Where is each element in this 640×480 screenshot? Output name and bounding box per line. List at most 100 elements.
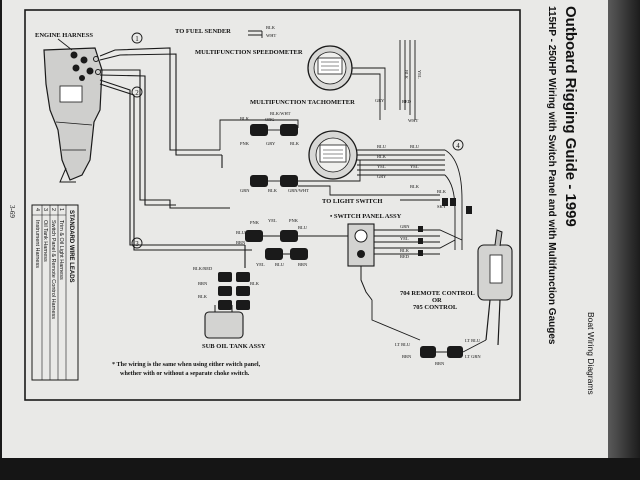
cc-pnk: PNK — [250, 220, 260, 225]
tach-blk-3: BLK — [268, 188, 278, 193]
ot-blk-2: BLK — [250, 281, 260, 286]
legend-row-2-text: Switch Panel & Remote Control Harness — [50, 220, 56, 319]
switch-panel-plugs — [418, 226, 423, 256]
callout-2-text: 2 — [135, 89, 139, 97]
rc-brn: BRN — [402, 354, 412, 359]
switch-panel-cable — [360, 266, 373, 301]
wiring-note-line2: whether with or without a separate choke… — [120, 370, 250, 377]
remote-control-cable — [371, 300, 421, 341]
ot-brn: BRN — [198, 281, 208, 286]
fuel-sender-wht: WHT — [266, 33, 276, 38]
tach-blk-wht: BLK/WHT — [270, 111, 291, 116]
tachometer-label: MULTIFUNCTION TACHOMETER — [250, 99, 355, 106]
tach-grn-wht: GRN/WHT — [288, 188, 309, 193]
legend-row-1-text: Trim & Oil Light Harness — [58, 220, 64, 280]
callout-1 — [131, 32, 143, 44]
speedometer-side-leads — [399, 40, 416, 120]
fuel-sender-leads — [248, 30, 263, 38]
wire-lead-legend — [31, 204, 79, 381]
tach-blk-1: BLK — [240, 116, 250, 121]
sp-grn: GRN — [400, 224, 410, 229]
page-edge-shadow — [608, 0, 640, 480]
guide-title: Outboard Rigging Guide - 1999 — [562, 6, 579, 227]
bundle-blk-2: BLK — [410, 184, 420, 189]
bundle-blk: BLK — [377, 154, 387, 159]
side-lead-blk: BLK — [404, 70, 409, 80]
ot-blk: BLK — [198, 294, 208, 299]
bundle-blu-2: BLU — [410, 144, 420, 149]
section-label: Boat Wiring Diagrams — [586, 312, 596, 395]
speedometer-gauge — [307, 45, 353, 91]
switch-panel-wires — [374, 229, 463, 255]
sp-red: RED — [400, 254, 410, 259]
guide-subtitle: 115HP - 250HP Wiring with Switch Panel a… — [546, 6, 557, 345]
legend-row-1-num: 1 — [58, 208, 64, 211]
sub-oil-tank — [204, 305, 244, 339]
cc-blu-2: BLU — [298, 225, 308, 230]
oil-tank-connectors — [218, 272, 250, 310]
bottom-shadow — [0, 458, 640, 480]
light-switch-connectors — [442, 198, 472, 214]
remote-control-label-1: 704 REMOTE CONTROL — [400, 290, 475, 297]
diagram-frame — [24, 9, 521, 401]
main-harness-wires — [99, 47, 252, 268]
light-switch-sky: SKY — [437, 204, 447, 209]
bundle-yel-2: YEL — [410, 164, 419, 169]
bundle-gry: GRY — [377, 174, 387, 179]
tach-org: ORG — [265, 117, 275, 122]
tach-connectors-upper — [250, 124, 298, 136]
cc-pnk-2: PNK — [289, 218, 299, 223]
sub-oil-tank-label: SUB OIL TANK ASSY — [202, 343, 266, 350]
cc-yel: YEL — [268, 218, 277, 223]
cc-brn-2: BRN — [298, 262, 308, 267]
fuel-sender-label: TO FUEL SENDER — [175, 28, 231, 35]
legend-title: STANDARD WIRE LEADS — [68, 210, 74, 283]
legend-row-4-num: 4 — [34, 208, 40, 211]
rc-lt-blu-2: LT BLU — [465, 338, 481, 343]
callout-3 — [131, 237, 143, 249]
legend-row-3-text: Oil Tank Harness — [42, 220, 48, 262]
remote-control-label-2: 705 CONTROL — [413, 304, 458, 311]
cc-brn: BRN — [236, 240, 246, 245]
side-lead-yel: YEL — [417, 70, 422, 79]
side-lead-gry: GRY — [375, 98, 385, 103]
speedometer-label: MULTIFUNCTION SPEEDOMETER — [195, 49, 303, 56]
callout-2 — [131, 86, 143, 98]
paper-sheet — [2, 0, 608, 458]
tach-connectors-lower — [250, 175, 298, 187]
rc-brn-2: BRN — [435, 361, 445, 366]
tach-pnk: PNK — [240, 141, 250, 146]
legend-row-2-num: 2 — [50, 208, 56, 211]
light-switch-label: TO LIGHT SWITCH — [322, 198, 382, 205]
side-lead-red: RED — [402, 99, 412, 104]
tach-gry: GRY — [266, 141, 276, 146]
cc-blu-3: BLU — [275, 262, 285, 267]
wiring-note-line1: * The wiring is the same when using eith… — [112, 361, 261, 368]
callout-4-text: 4 — [456, 142, 460, 150]
sp-yel: YEL — [400, 236, 409, 241]
callout-1-text: 1 — [135, 35, 139, 43]
remote-control-label-or: OR — [432, 297, 442, 304]
fuel-sender-blk: BLK — [266, 25, 276, 30]
engine-harness-leader — [57, 38, 73, 51]
legend-row-3-num: 3 — [42, 208, 48, 211]
engine-harness-label: ENGINE HARNESS — [35, 32, 93, 39]
page-number: 3-69 — [8, 205, 16, 218]
switch-panel-assy — [347, 223, 375, 267]
remote-control-connectors — [420, 339, 487, 358]
center-connectors — [245, 230, 348, 260]
rc-lt-blu: LT BLU — [395, 342, 411, 347]
cc-yel-2: YEL — [256, 262, 265, 267]
bundle-blu: BLU — [377, 144, 387, 149]
remote-control-unit — [477, 229, 513, 346]
rc-lt-grn: LT GRN — [465, 354, 481, 359]
callout-4 — [452, 139, 464, 151]
bundle-yel: YEL — [377, 164, 386, 169]
ot-blk-red: BLK/RED — [193, 266, 213, 271]
tach-right-wires — [219, 119, 463, 250]
engine-connectors — [70, 51, 101, 81]
tachometer-gauge — [308, 130, 358, 180]
callout-3-text: 3 — [135, 240, 139, 248]
light-switch-blk: BLK — [437, 189, 447, 194]
